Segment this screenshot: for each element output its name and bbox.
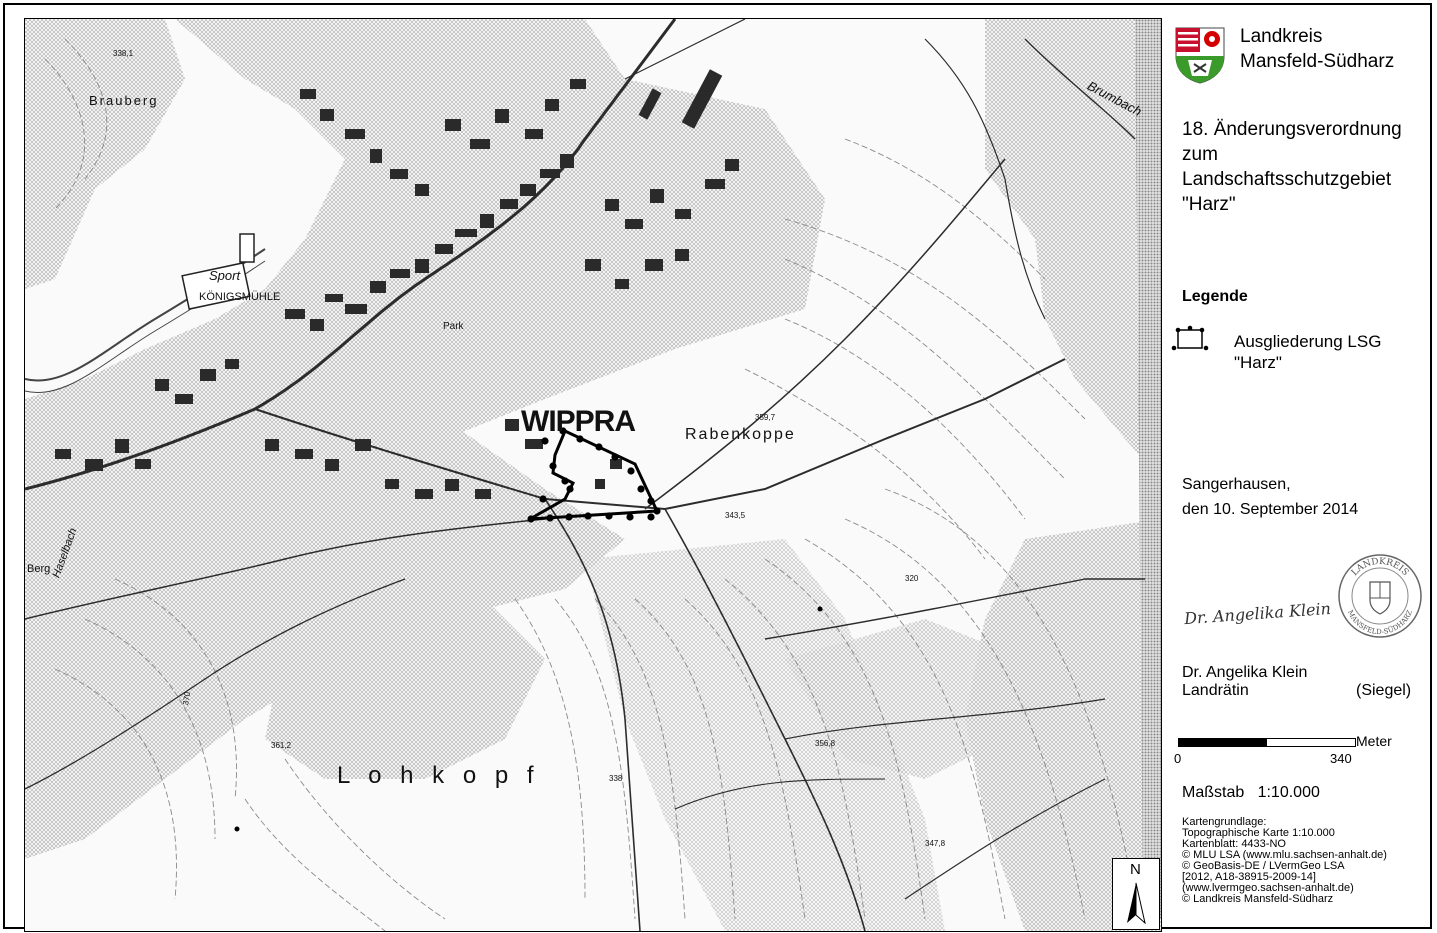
ordinance-title-line: 18. Änderungsverordnung <box>1182 119 1402 140</box>
town-label: WIPPRA <box>521 405 636 438</box>
north-arrow-icon <box>1127 882 1146 925</box>
svg-text:MANSFELD-SÜDHARZ: MANSFELD-SÜDHARZ <box>1346 609 1414 636</box>
place-label-berg: Berg <box>27 563 51 575</box>
credit-line: [2012, A18-38915-2009-14] <box>1182 871 1316 883</box>
ordinance-title-line: "Harz" <box>1182 194 1236 215</box>
scale-unit: Meter <box>1356 733 1392 749</box>
elevation-label: 320 <box>905 574 919 583</box>
park-label: Park <box>443 321 464 332</box>
lsg-exclusion-boundary[interactable] <box>527 427 661 523</box>
scale-start: 0 <box>1174 751 1182 766</box>
org-name-line1: Landkreis <box>1240 26 1323 47</box>
place-line: Sangerhausen, <box>1182 476 1291 493</box>
official-seal: LANDKREIS MANSFELD-SÜDHARZ <box>1338 554 1422 638</box>
elevation-label: 343,5 <box>725 511 746 520</box>
credit-line: (www.lvermgeo.sachsen-anhalt.de) <box>1182 882 1354 894</box>
date-line: den 10. September 2014 <box>1182 501 1359 518</box>
elevation-label: 338 <box>609 774 623 783</box>
pool <box>239 233 255 263</box>
contour-lines <box>44 38 1136 931</box>
elevation-label: 361,2 <box>271 741 292 750</box>
credit-line: © GeoBasis-DE / LVermGeo LSA <box>1182 860 1345 872</box>
coat-of-arms-icon <box>1175 27 1225 84</box>
seal-note: (Siegel) <box>1356 682 1412 699</box>
org-name-line2: Mansfeld-Südharz <box>1240 51 1395 72</box>
roads <box>25 19 1145 931</box>
legend-item-label: Ausgliederung LSG <box>1234 332 1382 351</box>
hill-label-lohkopf: L o h k o p f <box>337 762 540 789</box>
elevation-label: 338,1 <box>113 49 134 58</box>
signatory-role: Landrätin <box>1182 682 1249 699</box>
map-canvas[interactable]: WIPPRA Rabenkoppe L o h k o p f Sport KÖ… <box>24 18 1162 932</box>
credit-line: Kartenblatt: 4433-NO <box>1182 838 1286 850</box>
north-arrow: N <box>1112 858 1160 930</box>
elevation-label: 359,7 <box>755 413 776 422</box>
info-panel: Landkreis Mansfeld-Südharz 18. Änderungs… <box>1168 18 1430 930</box>
place-label-brauberg: Brauberg <box>89 93 159 108</box>
sport-field <box>181 262 251 310</box>
credit-line: © Landkreis Mansfeld-Südharz <box>1182 893 1334 905</box>
ordinance-title-line: Landschaftsschutzgebiet <box>1182 169 1392 190</box>
north-label: N <box>1130 861 1141 878</box>
handwritten-signature: Dr. Angelika Klein <box>1183 598 1332 629</box>
elevation-label: 347,8 <box>925 839 946 848</box>
sport-label: Sport <box>209 268 241 283</box>
signatory-name: Dr. Angelika Klein <box>1182 664 1308 681</box>
legend-item-label-2: "Harz" <box>1234 353 1282 372</box>
scale-ratio: Maßstab 1:10.000 <box>1182 784 1320 801</box>
forest-areas <box>25 19 1161 931</box>
legend-boundary-symbol <box>1171 325 1209 351</box>
ordinance-title-line: zum <box>1182 144 1218 165</box>
credit-line: Topographische Karte 1:10.000 <box>1182 827 1335 839</box>
scale-bar-black-segment <box>1179 739 1267 746</box>
elevation-label: 356,8 <box>815 739 836 748</box>
scale-bar <box>1178 738 1356 747</box>
buildings <box>55 69 739 499</box>
legend-heading: Legende <box>1182 288 1248 305</box>
point-markers <box>234 606 823 832</box>
topographic-map <box>25 19 1161 931</box>
mill-label: KÖNIGSMÜHLE <box>199 291 281 303</box>
credit-line: © MLU LSA (www.mlu.sachsen-anhalt.de) <box>1182 849 1387 861</box>
scale-end: 340 <box>1330 751 1352 766</box>
hill-label-rabenkoppe: Rabenkoppe <box>685 426 796 443</box>
credit-line: Kartengrundlage: <box>1182 816 1267 828</box>
